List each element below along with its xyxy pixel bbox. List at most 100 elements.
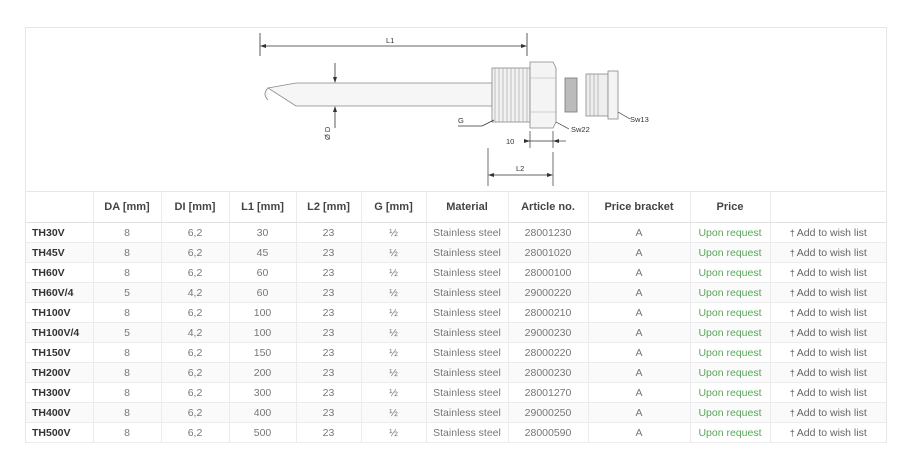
pin-icon: † [789, 367, 795, 378]
cell-l1: 300 [229, 382, 297, 403]
header-l2: L2 [mm] [296, 191, 362, 223]
cell-di: 6,2 [161, 262, 230, 283]
cell-article: 29000220 [508, 282, 589, 303]
cell-l2: 23 [296, 222, 362, 243]
add-to-wish-list-button[interactable]: †Add to wish list [770, 322, 886, 343]
cell-bracket: A [588, 422, 691, 443]
cell-di: 6,2 [161, 342, 230, 363]
dim-l2-label: L2 [516, 164, 524, 173]
cell-l1: 100 [229, 322, 297, 343]
cell-material: Stainless steel [426, 402, 509, 423]
wish-list-label: Add to wish list [796, 286, 867, 299]
cell-da: 8 [93, 342, 162, 363]
cell-di: 6,2 [161, 382, 230, 403]
pin-icon: † [789, 347, 795, 358]
wish-list-label: Add to wish list [796, 386, 867, 399]
cell-l2: 23 [296, 382, 362, 403]
add-to-wish-list-button[interactable]: †Add to wish list [770, 222, 886, 243]
cell-material: Stainless steel [426, 422, 509, 443]
table-header-row: DA [mm] DI [mm] L1 [mm] L2 [mm] G [mm] M… [26, 191, 886, 223]
cell-bracket: A [588, 382, 691, 403]
product-table-panel: L1 Ø D [25, 27, 887, 443]
cell-price[interactable]: Upon request [690, 322, 771, 343]
cell-bracket: A [588, 222, 691, 243]
cell-model: TH100V [26, 302, 94, 323]
cell-g: ½ [361, 242, 427, 263]
cell-material: Stainless steel [426, 382, 509, 403]
wish-list-label: Add to wish list [796, 406, 867, 419]
cell-model: TH30V [26, 222, 94, 243]
header-material: Material [426, 191, 509, 223]
pin-icon: † [789, 387, 795, 398]
cell-di: 4,2 [161, 322, 230, 343]
cell-price[interactable]: Upon request [690, 342, 771, 363]
cell-material: Stainless steel [426, 222, 509, 243]
cell-l1: 150 [229, 342, 297, 363]
cell-l1: 30 [229, 222, 297, 243]
add-to-wish-list-button[interactable]: †Add to wish list [770, 422, 886, 443]
pin-icon: † [789, 247, 795, 258]
cell-l2: 23 [296, 302, 362, 323]
cell-article: 29000250 [508, 402, 589, 423]
cell-l2: 23 [296, 422, 362, 443]
cell-l2: 23 [296, 402, 362, 423]
cell-price[interactable]: Upon request [690, 362, 771, 383]
cell-g: ½ [361, 382, 427, 403]
pin-icon: † [789, 267, 795, 278]
cell-l1: 500 [229, 422, 297, 443]
cell-di: 6,2 [161, 402, 230, 423]
cell-price[interactable]: Upon request [690, 282, 771, 303]
cell-model: TH500V [26, 422, 94, 443]
cell-l1: 60 [229, 282, 297, 303]
add-to-wish-list-button[interactable]: †Add to wish list [770, 402, 886, 423]
header-price-bracket: Price bracket [588, 191, 691, 223]
cell-material: Stainless steel [426, 282, 509, 303]
cell-g: ½ [361, 342, 427, 363]
cell-da: 8 [93, 222, 162, 243]
cell-price[interactable]: Upon request [690, 242, 771, 263]
cell-price[interactable]: Upon request [690, 222, 771, 243]
add-to-wish-list-button[interactable]: †Add to wish list [770, 342, 886, 363]
cell-l1: 60 [229, 262, 297, 283]
cell-model: TH60V [26, 262, 94, 283]
wish-list-label: Add to wish list [796, 366, 867, 379]
header-wish [770, 191, 886, 223]
cell-article: 28000100 [508, 262, 589, 283]
cell-g: ½ [361, 422, 427, 443]
wish-list-label: Add to wish list [796, 266, 867, 279]
add-to-wish-list-button[interactable]: †Add to wish list [770, 362, 886, 383]
add-to-wish-list-button[interactable]: †Add to wish list [770, 242, 886, 263]
header-da: DA [mm] [93, 191, 162, 223]
add-to-wish-list-button[interactable]: †Add to wish list [770, 302, 886, 323]
pin-icon: † [789, 227, 795, 238]
cell-l2: 23 [296, 242, 362, 263]
pin-icon: † [789, 407, 795, 418]
add-to-wish-list-button[interactable]: †Add to wish list [770, 382, 886, 403]
pin-icon: † [789, 287, 795, 298]
cell-price[interactable]: Upon request [690, 382, 771, 403]
wish-list-label: Add to wish list [796, 246, 867, 259]
header-g: G [mm] [361, 191, 427, 223]
cell-g: ½ [361, 302, 427, 323]
cell-bracket: A [588, 302, 691, 323]
cell-price[interactable]: Upon request [690, 262, 771, 283]
cell-bracket: A [588, 322, 691, 343]
add-to-wish-list-button[interactable]: †Add to wish list [770, 282, 886, 303]
cell-l1: 200 [229, 362, 297, 383]
cell-price[interactable]: Upon request [690, 402, 771, 423]
header-model [26, 191, 94, 223]
cell-di: 6,2 [161, 362, 230, 383]
header-l1: L1 [mm] [229, 191, 297, 223]
cell-bracket: A [588, 242, 691, 263]
cell-price[interactable]: Upon request [690, 302, 771, 323]
cell-price[interactable]: Upon request [690, 422, 771, 443]
pin-icon: † [789, 307, 795, 318]
add-to-wish-list-button[interactable]: †Add to wish list [770, 262, 886, 283]
cell-article: 28001270 [508, 382, 589, 403]
